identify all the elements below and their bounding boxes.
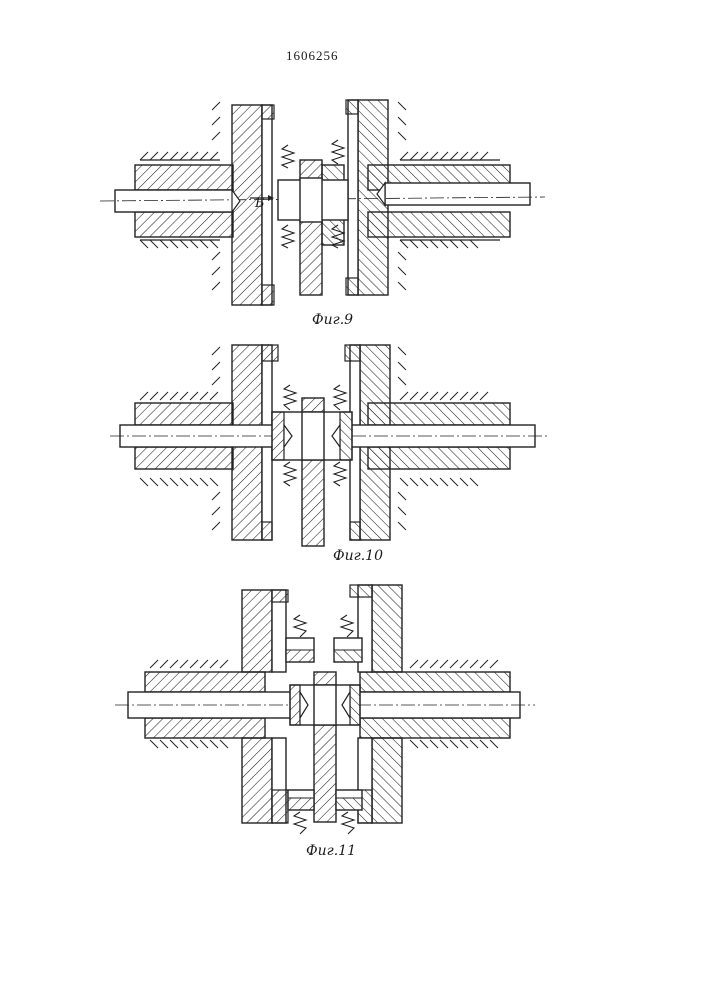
- fig10-left-housing-top: [135, 403, 233, 425]
- fig11-right-plate-top: [372, 585, 402, 672]
- fig11-left-housing-bottom: [145, 718, 265, 738]
- fig11-right-housing-top: [360, 672, 510, 692]
- fig10-spring: [284, 462, 296, 486]
- fig9-spring: [282, 145, 294, 168]
- fig11-left-housing-top: [145, 672, 265, 692]
- fig9-right-housing-bottom: [368, 212, 510, 237]
- fig10-spring: [284, 385, 296, 410]
- fig11-spring: [294, 615, 306, 637]
- fig9-marker-label: Б: [255, 196, 265, 211]
- figure-10: [110, 345, 548, 546]
- fig11-spring: [341, 615, 353, 637]
- fig10-caption: Фиг.10: [333, 548, 383, 564]
- fig11-left-plate-bottom: [242, 738, 272, 823]
- fig9-spring: [332, 140, 344, 164]
- figure-11: [115, 585, 535, 834]
- fig10-left-housing-bottom: [135, 447, 233, 469]
- fig11-caption: Фиг.11: [306, 843, 356, 859]
- fig9-left-housing-bottom: [135, 212, 233, 237]
- fig11-right-plate-bottom: [372, 738, 402, 823]
- fig10-spring: [334, 385, 346, 410]
- fig9-caption: Фиг.9: [312, 312, 353, 328]
- fig9-right-shaft: [385, 183, 530, 205]
- fig9-spring: [282, 225, 294, 248]
- fig11-left-plate-top: [242, 590, 272, 672]
- fig11-spring: [294, 812, 306, 834]
- fig11-right-housing-bottom: [360, 718, 510, 738]
- fig9-left-housing-top: [135, 165, 233, 190]
- figure-9: [100, 100, 545, 305]
- fig11-spring: [342, 812, 354, 834]
- fig10-spring: [334, 462, 346, 486]
